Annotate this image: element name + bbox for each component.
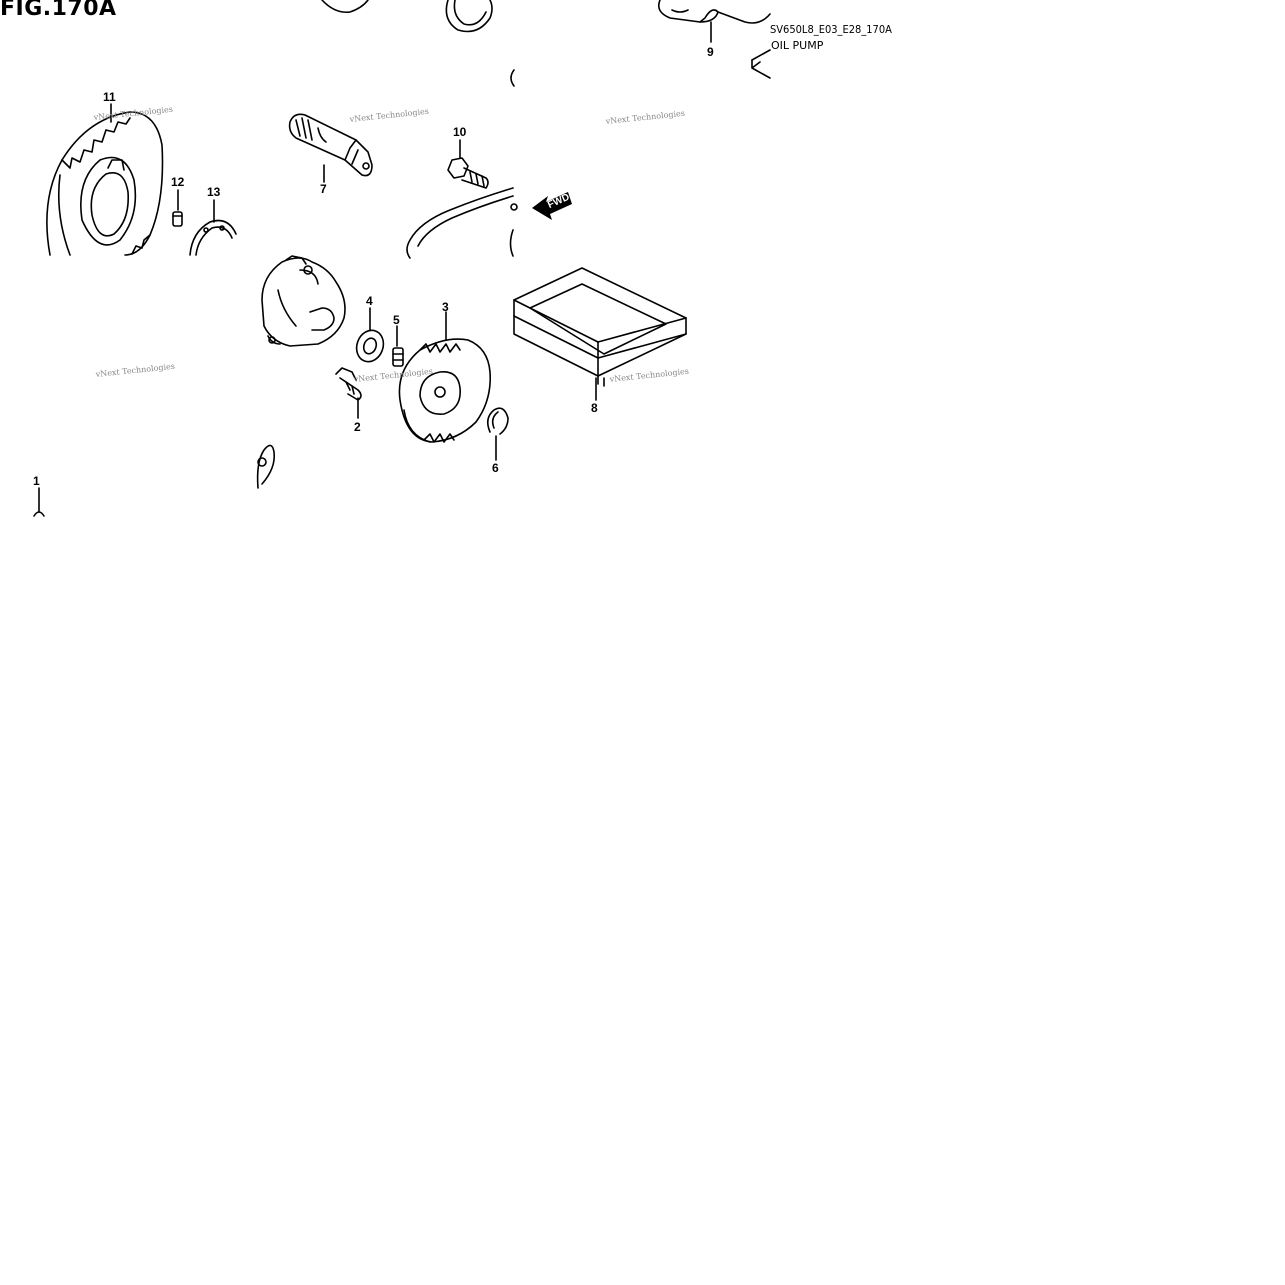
top-gear-fragment bbox=[321, 0, 369, 14]
washer-part-4 bbox=[355, 329, 385, 363]
figure-title: FIG.170A bbox=[0, 0, 117, 21]
callout-11: 11 bbox=[103, 90, 116, 104]
watermark-4: vNext Technologies bbox=[94, 362, 175, 379]
housing-lower-hole bbox=[257, 457, 267, 467]
housing-gasket-outline bbox=[406, 187, 514, 259]
callout-2: 2 bbox=[354, 420, 361, 434]
gear-part-11 bbox=[46, 111, 164, 256]
fwd-arrow-icon: FWD bbox=[532, 192, 572, 220]
housing-lower-fragment bbox=[256, 444, 276, 489]
housing-hole bbox=[510, 203, 518, 211]
watermark-2: vNext Technologies bbox=[348, 107, 429, 124]
callout-10: 10 bbox=[453, 125, 467, 139]
oil-pump-leader bbox=[751, 49, 771, 61]
callout-13: 13 bbox=[207, 185, 221, 199]
watermark-6: vNext Technologies bbox=[608, 367, 689, 384]
callout-12: 12 bbox=[171, 175, 185, 189]
shaft-part-7 bbox=[288, 113, 373, 177]
top-washer-fragment bbox=[445, 0, 493, 33]
housing-edge-lower bbox=[509, 229, 514, 257]
callout-9: 9 bbox=[707, 45, 714, 59]
watermark-1: vNext Technologies bbox=[92, 105, 173, 122]
callout-3: 3 bbox=[442, 300, 449, 314]
figure-code: SV650L8_E03_E28_170A bbox=[770, 23, 892, 36]
dowel-part-12 bbox=[172, 211, 183, 227]
callout-8: 8 bbox=[591, 401, 598, 415]
screw-part-2 bbox=[335, 367, 362, 401]
callout-1: 1 bbox=[33, 474, 40, 488]
top-washer-inner bbox=[453, 0, 487, 26]
circlip-part-6 bbox=[486, 407, 509, 435]
housing-edge-fragment bbox=[510, 69, 515, 87]
callouts: 1 2 3 4 5 6 7 8 9 10 11 12 13 bbox=[33, 45, 714, 488]
circlip-part-13 bbox=[189, 219, 237, 256]
watermark-5: vNext Technologies bbox=[352, 367, 433, 384]
bracket-part-9 bbox=[657, 0, 771, 24]
pin-part-5 bbox=[392, 347, 404, 367]
callout-5: 5 bbox=[393, 313, 400, 327]
callout-7: 7 bbox=[320, 182, 327, 196]
figure-name: OIL PUMP bbox=[771, 39, 824, 52]
oil-pump-box-icon bbox=[751, 59, 771, 79]
pump-body bbox=[261, 255, 346, 347]
part-1-fragment bbox=[33, 511, 45, 517]
callout-4: 4 bbox=[366, 294, 373, 308]
strainer-part-8 bbox=[513, 267, 687, 387]
bolt-part-10 bbox=[447, 157, 489, 189]
housing-gasket-inner bbox=[417, 195, 514, 247]
watermark-3: vNext Technologies bbox=[604, 109, 685, 126]
callout-6: 6 bbox=[492, 461, 499, 475]
gear-part-3 bbox=[398, 338, 492, 443]
